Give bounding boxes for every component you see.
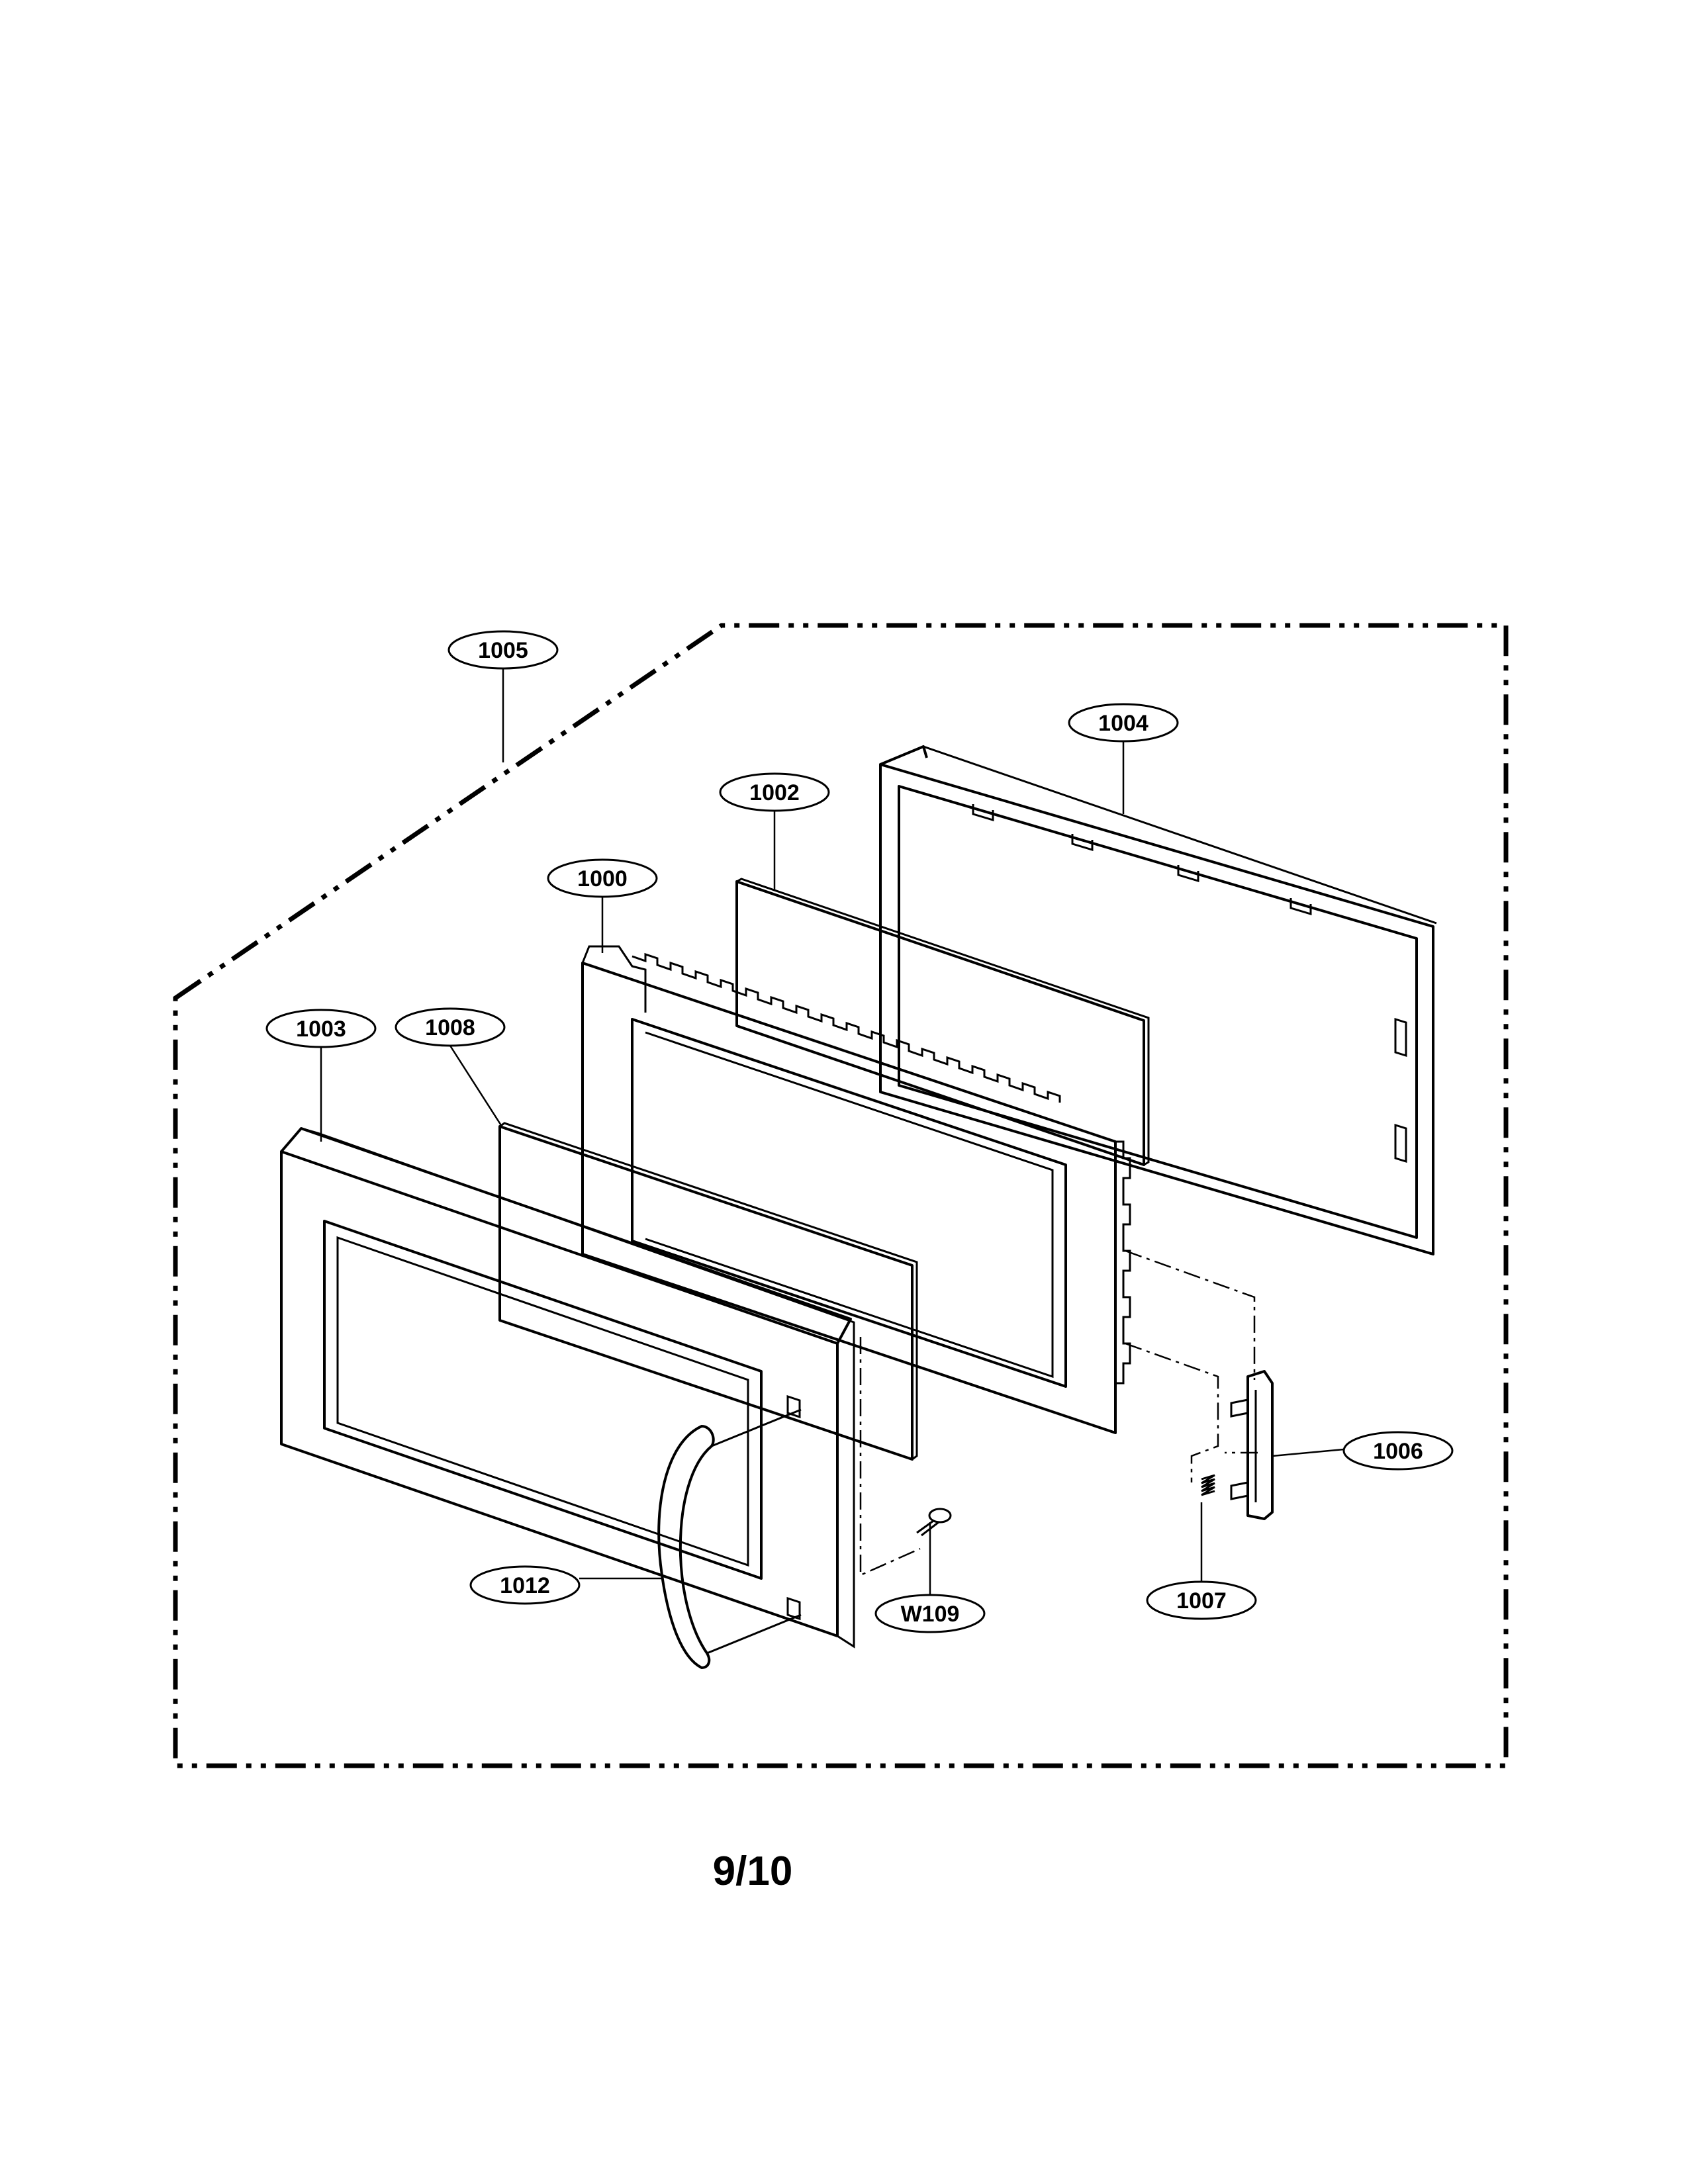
callout-1012: 1012 — [469, 1565, 581, 1605]
page-number: 9/10 — [713, 1848, 793, 1894]
part-1008-door-glass — [498, 1122, 918, 1461]
part-1002-door-screen — [735, 878, 1150, 1166]
svg-text:1000: 1000 — [577, 866, 628, 891]
callout-1004: 1004 — [1068, 703, 1179, 743]
svg-text:1012: 1012 — [500, 1573, 550, 1598]
callout-leaders — [320, 668, 1344, 1595]
part-1003-door-front — [280, 1127, 855, 1649]
callout-1002: 1002 — [719, 772, 830, 812]
svg-text:1008: 1008 — [425, 1015, 475, 1040]
svg-text:1006: 1006 — [1373, 1439, 1423, 1464]
svg-text:1002: 1002 — [749, 780, 800, 805]
part-1000-door-inner-panel — [581, 945, 1131, 1434]
part-1012-door-handle — [657, 1408, 802, 1669]
svg-text:1007: 1007 — [1176, 1588, 1227, 1614]
callout-1003: 1003 — [265, 1009, 377, 1048]
part-1006-latch-lever — [1230, 1370, 1274, 1520]
part-W109-screw — [916, 1508, 952, 1537]
assembly-lines — [859, 1250, 1258, 1576]
callout-W109: W109 — [874, 1594, 986, 1633]
callout-1008: 1008 — [395, 1007, 506, 1047]
svg-text:W109: W109 — [901, 1602, 960, 1627]
callout-1000: 1000 — [547, 858, 658, 898]
svg-text:1003: 1003 — [296, 1017, 346, 1042]
svg-text:1004: 1004 — [1098, 711, 1149, 736]
callout-1005: 1005 — [447, 630, 559, 670]
svg-text:1005: 1005 — [478, 638, 528, 663]
part-1004-door-frame — [879, 745, 1437, 1255]
part-1007-latch-spring — [1201, 1474, 1215, 1496]
callout-1006: 1006 — [1342, 1431, 1454, 1471]
callout-1007: 1007 — [1146, 1580, 1257, 1620]
assembly-boundary-1005 — [173, 623, 1509, 1768]
